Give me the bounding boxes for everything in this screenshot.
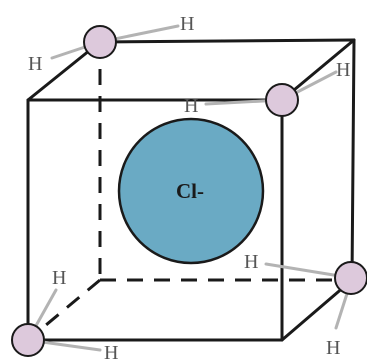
h-label: H bbox=[180, 13, 194, 35]
hydrogen-atom-back-bottom-right bbox=[334, 261, 367, 295]
h-label: H bbox=[104, 342, 118, 361]
h-label: H bbox=[184, 95, 198, 117]
back-top-edge bbox=[98, 38, 356, 44]
hydrogen-atom-back-top-left bbox=[83, 25, 117, 59]
hydrogen-atom-front-bottom-left bbox=[11, 323, 45, 357]
h-label: H bbox=[336, 59, 350, 81]
h-label: H bbox=[244, 251, 258, 273]
back-right-edge bbox=[350, 38, 356, 282]
hydrogen-atom-front-top-right bbox=[265, 83, 299, 117]
hidden-edge-depth bbox=[27, 278, 101, 342]
h-label: H bbox=[28, 53, 42, 75]
chloride-ion bbox=[117, 117, 265, 265]
chloride-ion-label: Cl- bbox=[176, 179, 204, 203]
h-label: H bbox=[52, 267, 66, 289]
h-label: H bbox=[326, 337, 340, 359]
